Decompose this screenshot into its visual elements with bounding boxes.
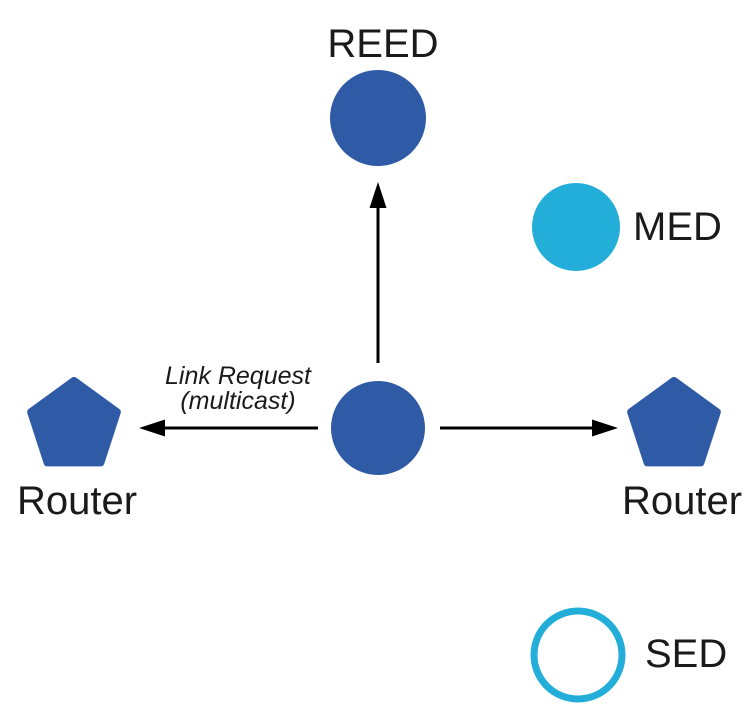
router-left-pentagon xyxy=(27,377,121,467)
link-request-line2: (multicast) xyxy=(180,387,295,415)
arrow-up xyxy=(369,182,387,363)
router-right-label: Router xyxy=(622,479,742,523)
sender-node-circle xyxy=(331,381,425,475)
link-request-line1: Link Request xyxy=(165,362,312,390)
med-node-circle xyxy=(532,183,620,271)
reed-label: REED xyxy=(327,22,438,66)
router-right-pentagon xyxy=(627,377,721,467)
sed-label: SED xyxy=(645,632,727,676)
arrow-left xyxy=(139,419,318,437)
arrow-right xyxy=(440,419,618,437)
med-label: MED xyxy=(633,205,722,249)
arrow-left-head xyxy=(139,419,165,437)
link-request-annotation: Link Request (multicast) xyxy=(165,362,312,415)
reed-node-circle xyxy=(330,70,426,166)
sed-node-circle xyxy=(530,607,626,703)
arrow-right-head xyxy=(592,419,618,437)
arrow-up-head xyxy=(369,182,387,208)
router-left-label: Router xyxy=(17,479,137,523)
